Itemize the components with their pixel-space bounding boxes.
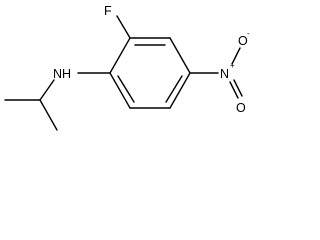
benzene-ring [109,37,191,109]
ring-double-bond-c6-c1 [117,75,135,103]
fluorine-label: F [104,4,112,18]
bond-c2-fluorine [116,15,131,39]
ring-bond-c4-c5 [169,72,191,109]
ring-bond-c1-c2 [109,37,131,74]
nitro-oxygen-top-label: O [238,34,248,48]
nitro-oxygen-top-charge: - [247,29,250,38]
nitro-nitrogen-label: N [220,67,229,81]
nitro-nitrogen-charge: + [230,61,235,70]
ring-double-bond-c4-c5 [165,75,183,103]
ring-bond-c3-c4 [169,37,191,74]
nitro-oxygen-bottom-label: O [236,101,246,115]
bond-nitro-n-o-bottom-b [233,79,243,97]
bond-ch-methyl-down [39,99,58,131]
bond-nitro-n-o-top [231,47,241,65]
bond-nitro-n-o-bottom-a [229,81,239,99]
ring-bond-c6-c1 [109,72,131,109]
amine-label: NH [53,67,71,81]
bond-amine-ch [39,79,55,101]
structure-diagram: F NH N + O - O [4,4,250,131]
